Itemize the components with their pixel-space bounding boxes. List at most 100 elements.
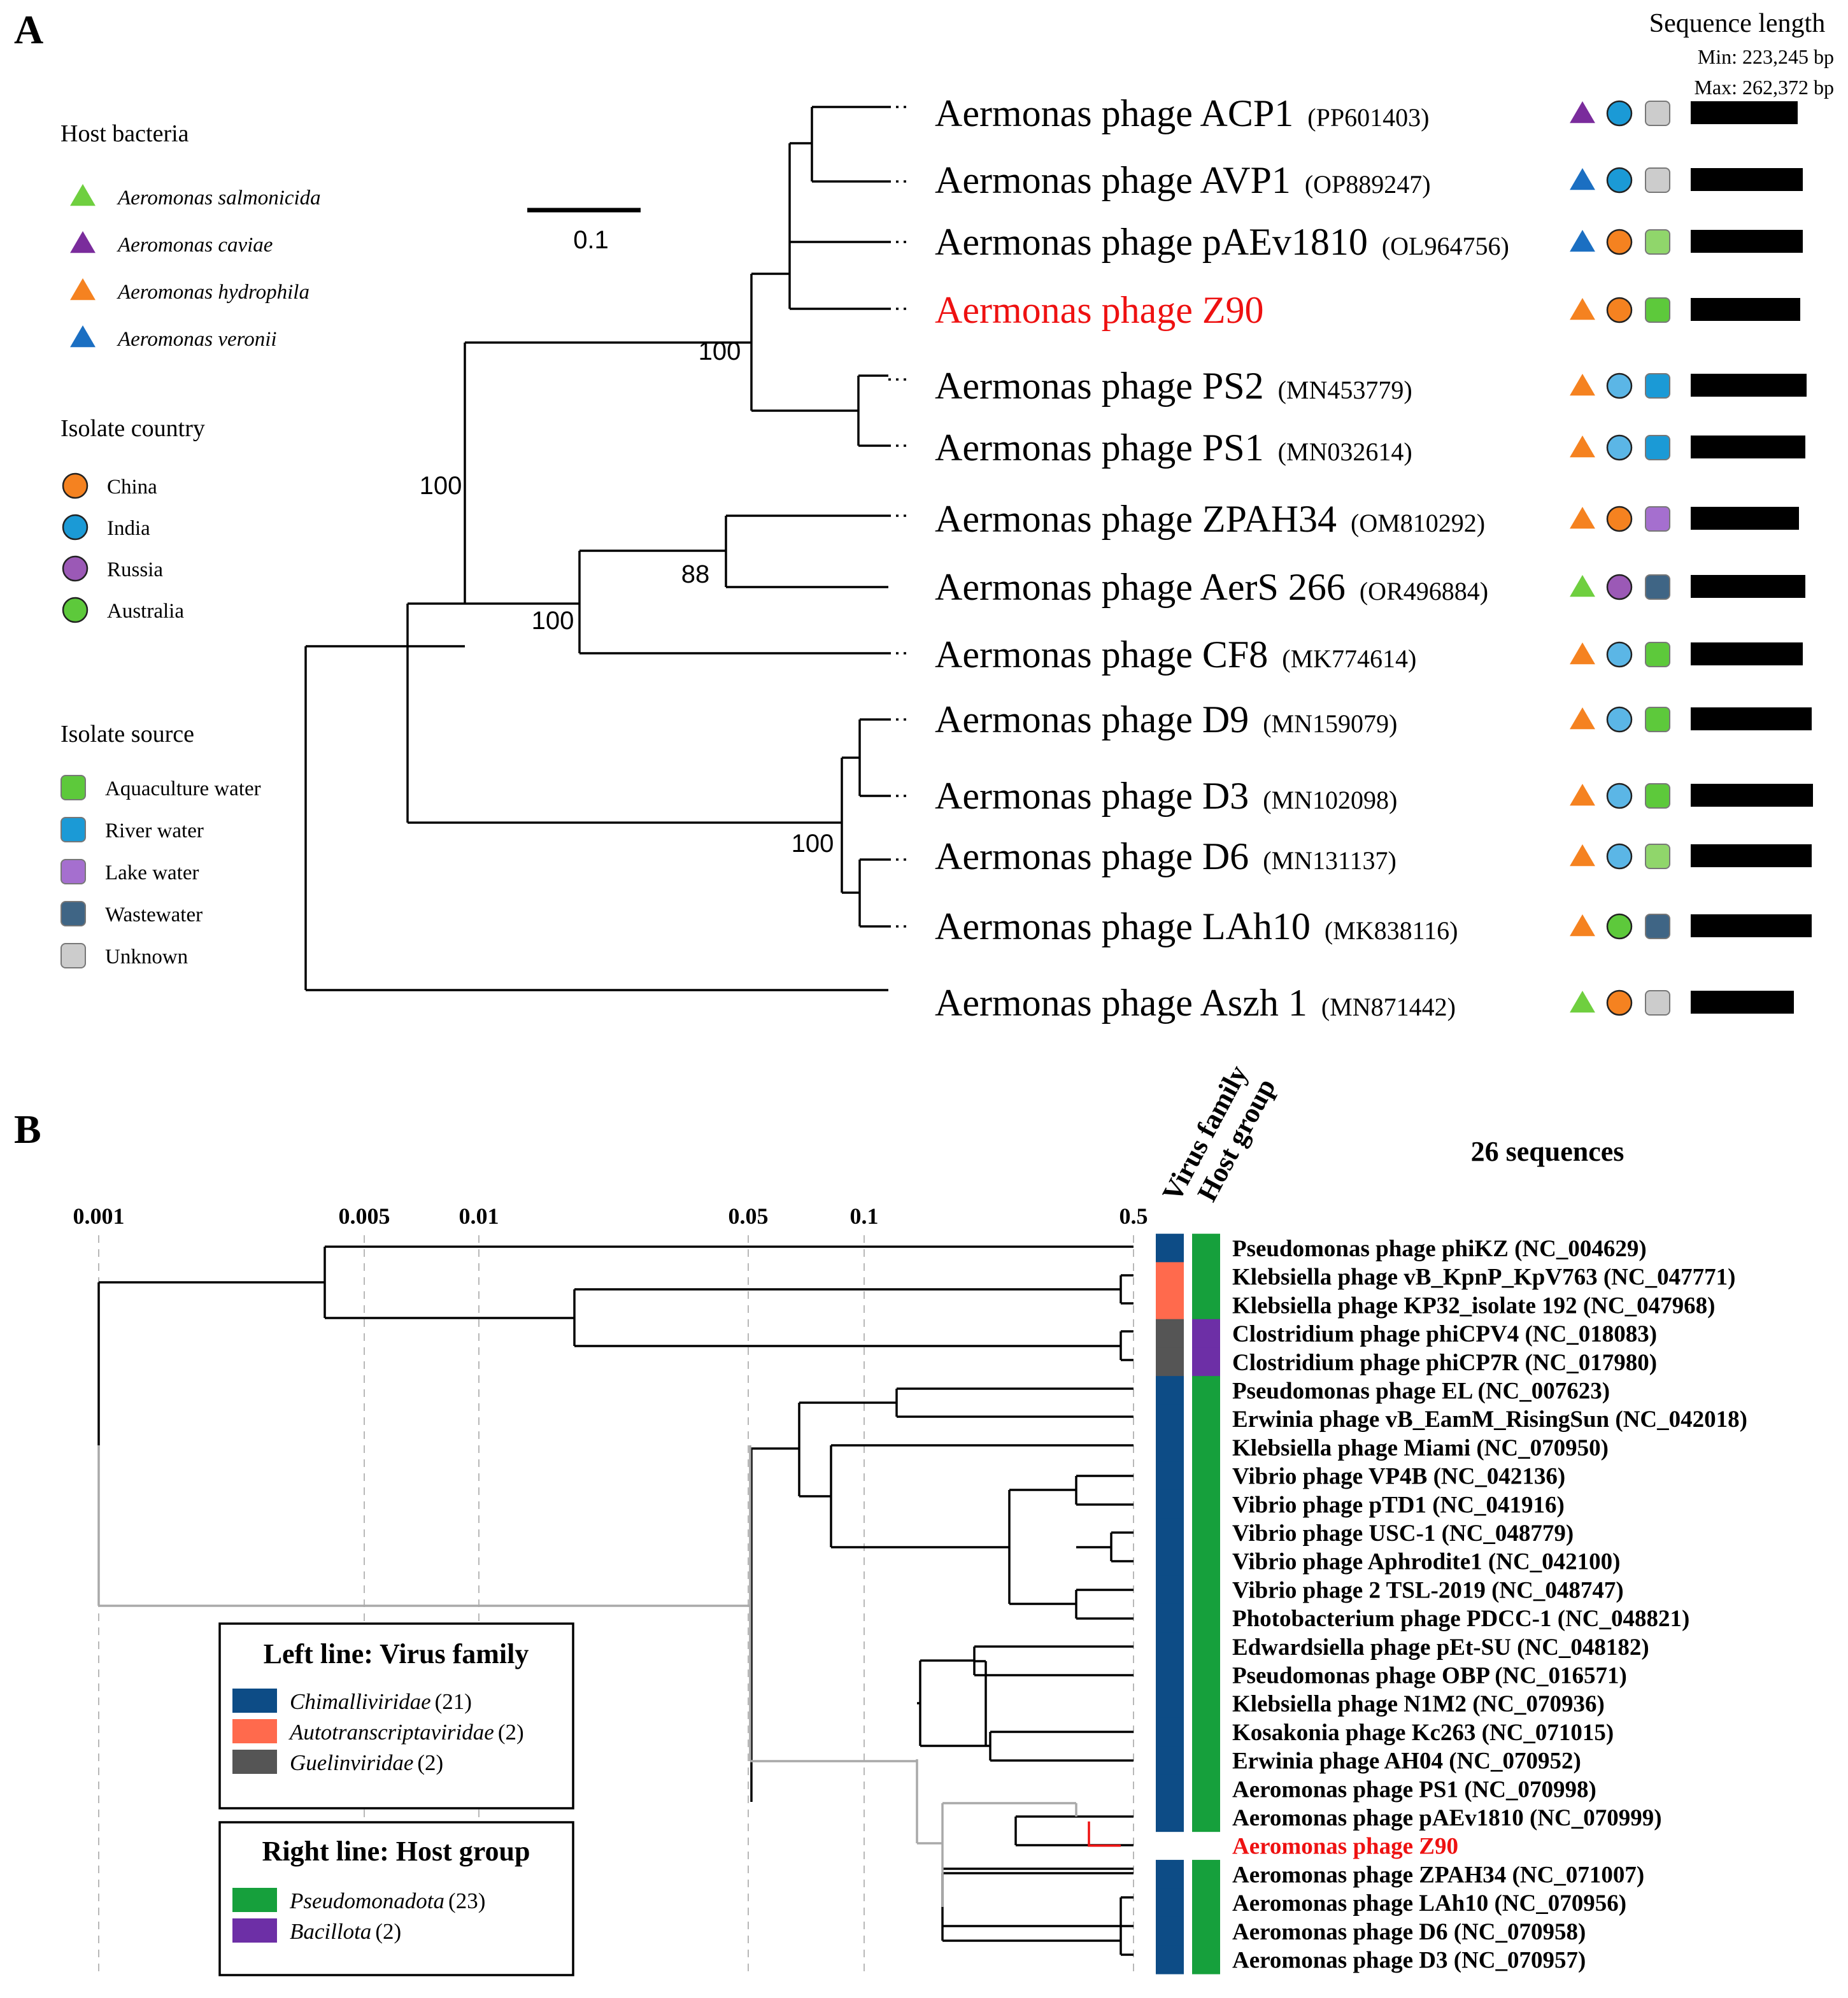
legend-source-square-icon: [60, 943, 86, 968]
host-triangle-icon: [1570, 784, 1595, 806]
host-group-cell: [1192, 1489, 1220, 1519]
legend-host-triangle-icon: [70, 278, 96, 301]
sequence-length-bar: [1691, 374, 1807, 397]
legend-source-label: Unknown: [105, 946, 188, 968]
legend-host-swatch: [232, 1918, 277, 1943]
leaf-accession: (OL964756): [1382, 232, 1509, 260]
country-circle-icon: [1606, 372, 1633, 399]
tree-a-leaf: Aermonas phage ZPAH34(OM810292): [935, 498, 1799, 540]
virus-family-cell: [1156, 1489, 1184, 1519]
leaf-name: Aermonas phage PS2(MN453779): [935, 365, 1412, 407]
source-square-icon: [1645, 229, 1670, 255]
legend-host-label: Aeromonas salmonicida: [117, 187, 321, 209]
virus-family-cell: [1156, 1518, 1184, 1548]
tree-b-leaf-label: Aeromonas phage pAEv1810 (NC_070999): [1232, 1805, 1662, 1831]
legend-source-square-icon: [60, 901, 86, 926]
legend-country-circle-icon: [62, 597, 89, 623]
legend-host-group-label: Pseudomonadota(23): [289, 1888, 485, 1913]
tree-a-leaf: Aermonas phage D9(MN159079): [935, 698, 1812, 740]
host-group-cell: [1192, 1376, 1220, 1405]
host-group-cell: [1192, 1518, 1220, 1548]
virus-family-cell: [1156, 1746, 1184, 1775]
leaf-accession: (PP601403): [1307, 103, 1429, 132]
host-triangle-icon: [1570, 914, 1595, 937]
legend-family-swatch: [232, 1719, 277, 1743]
legend-family-label: Chimalliviridae(21): [290, 1689, 472, 1714]
source-square-icon: [1645, 101, 1670, 126]
tree-b-grey-branches: [97, 1445, 1077, 1907]
legend-family-count: (2): [417, 1750, 443, 1775]
host-triangle-icon: [1570, 101, 1595, 124]
country-circle-icon: [1606, 100, 1633, 127]
legend-host-group: Right line: Host group Pseudomonadota(23…: [218, 1821, 574, 1976]
leaf-name: Aermonas phage PS1(MN032614): [935, 427, 1412, 469]
leaf-accession: (MK774614): [1282, 644, 1416, 673]
legend-host-group-items: Pseudomonadota(23) Bacillota(2): [232, 1888, 485, 1944]
country-circle-icon: [1606, 783, 1633, 809]
source-square-icon: [1645, 506, 1670, 532]
leaf-name: Aermonas phage CF8(MK774614): [935, 634, 1416, 676]
legend-host-group-box: [218, 1821, 574, 1976]
sequence-length-bar: [1691, 230, 1803, 253]
leaf-name: Aermonas phage pAEv1810(OL964756): [935, 221, 1509, 263]
host-group-cell: [1192, 1547, 1220, 1576]
tree-a-leaves: Aermonas phage ACP1(PP601403)Aermonas ph…: [935, 92, 1813, 1024]
leaf-accession: (MN871442): [1321, 993, 1456, 1021]
virus-family-cell: [1156, 1888, 1184, 1918]
legend-country-circle-icon: [62, 514, 89, 541]
legend-country-title: Isolate country: [60, 415, 205, 442]
host-triangle-icon: [1570, 374, 1595, 396]
legend-family-swatch: [232, 1750, 277, 1774]
sequence-length-bar: [1691, 707, 1812, 730]
sequence-length-bar: [1691, 298, 1800, 321]
tree-a-branches: [304, 106, 888, 991]
country-circle-icon: [1606, 229, 1633, 255]
tree-a-leaf: Aermonas phage pAEv1810(OL964756): [935, 221, 1803, 263]
source-square-icon: [1645, 707, 1670, 732]
seq-length-title: Sequence length: [1649, 9, 1825, 38]
bootstrap-label: 100: [420, 472, 462, 500]
leaf-accession: (MN159079): [1263, 709, 1397, 738]
legend-host-triangle-icon: [70, 184, 96, 206]
legend-family-label: Autotranscriptaviridae(2): [288, 1720, 524, 1745]
legend-source-square-icon: [60, 775, 86, 800]
tree-b-black-branches: [97, 1245, 1134, 1956]
host-group-cell: [1192, 1319, 1220, 1349]
legend-host-group-label: Bacillota(2): [290, 1919, 401, 1944]
host-group-cell: [1192, 1746, 1220, 1775]
country-circle-icon: [1606, 641, 1633, 668]
leaf-accession: (MK838116): [1325, 916, 1458, 945]
virus-family-cell: [1156, 1347, 1184, 1377]
host-group-cell: [1192, 1774, 1220, 1804]
leaf-name: Aermonas phage D9(MN159079): [935, 698, 1397, 740]
virus-family-cell: [1156, 1945, 1184, 1974]
legend-host-label: Aeromonas veronii: [117, 328, 277, 351]
leaf-name: Aermonas phage D3(MN102098): [935, 775, 1397, 817]
legend-source-title: Isolate source: [60, 721, 194, 747]
tree-b-leaf-label: Vibrio phage 2 TSL-2019 (NC_048747): [1232, 1577, 1624, 1603]
host-triangle-icon: [1570, 230, 1595, 252]
virus-family-cell: [1156, 1717, 1184, 1747]
legend-country-label: Russia: [107, 558, 163, 581]
legend-source-square-icon: [60, 859, 86, 884]
tree-b-leaf-label: Clostridium phage phiCPV4 (NC_018083): [1232, 1321, 1657, 1347]
tree-a-leaf: Aermonas phage AVP1(OP889247): [935, 159, 1803, 201]
source-square-icon: [1645, 783, 1670, 809]
host-group-cell: [1192, 1291, 1220, 1320]
host-group-cell: [1192, 1917, 1220, 1946]
leaf-accession: (OP889247): [1305, 170, 1431, 199]
legend-source-label: Aquaculture water: [105, 777, 261, 800]
axis-tick-label: 0.005: [339, 1203, 390, 1229]
host-triangle-icon: [1570, 168, 1595, 190]
tree-b-leaf-label: Aeromonas phage D6 (NC_070958): [1232, 1919, 1586, 1945]
tree-a-leaf: Aermonas phage LAh10(MK838116): [935, 905, 1812, 947]
legend-host-label: Aeromonas hydrophila: [117, 281, 309, 304]
sequence-length-bar: [1691, 507, 1799, 530]
legend-virus-family: Left line: Virus family Chimalliviridae(…: [218, 1622, 574, 1810]
host-group-cell: [1192, 1575, 1220, 1605]
legend-host-group-count: (23): [448, 1888, 485, 1913]
host-group-cell: [1192, 1888, 1220, 1918]
